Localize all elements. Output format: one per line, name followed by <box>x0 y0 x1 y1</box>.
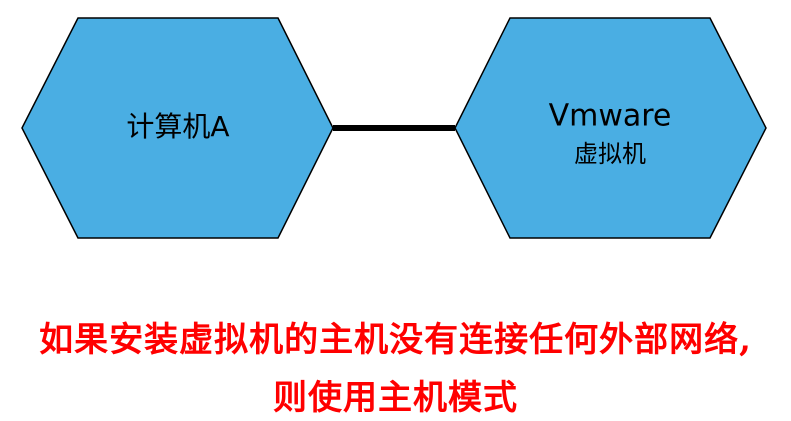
vmware-subtitle: 虚拟机 <box>574 140 646 168</box>
caption-line-2: 则使用主机模式 <box>273 378 518 418</box>
vmware-node: Vmware 虚拟机 <box>454 17 767 239</box>
computer-a-hexagon <box>21 17 334 239</box>
computer-a-label: 计算机A <box>126 110 229 143</box>
vmware-hexagon <box>454 17 767 239</box>
vmware-title: Vmware <box>549 99 672 134</box>
caption-line-1: 如果安装虚拟机的主机没有连接任何外部网络, <box>39 320 752 360</box>
computer-a-node: 计算机A <box>21 17 334 239</box>
